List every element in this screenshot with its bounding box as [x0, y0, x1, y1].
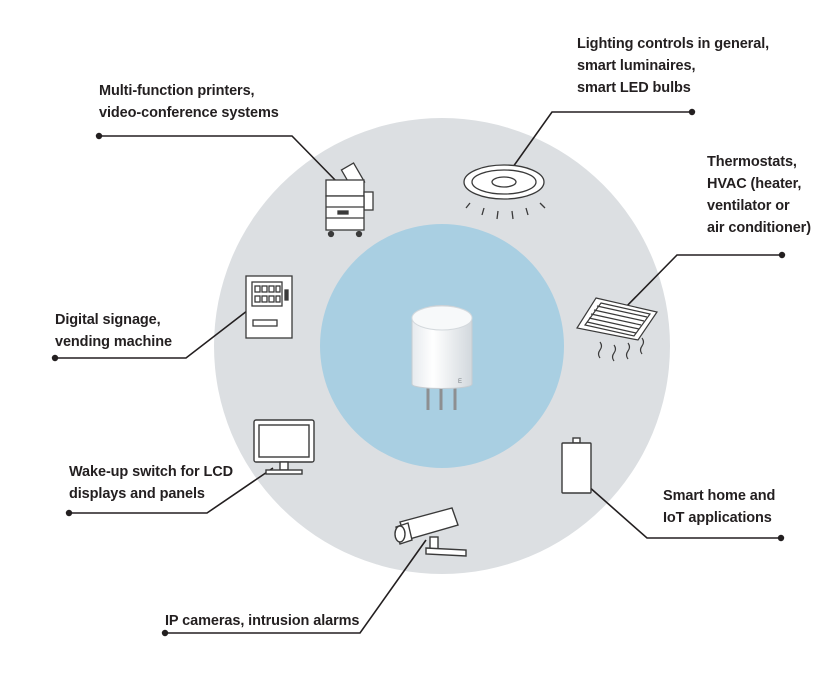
- lcd-monitor-icon: [253, 419, 315, 475]
- connector-cameras: [165, 539, 427, 634]
- multifunction-printer-icon: [325, 162, 374, 238]
- hvac-vent-icon: [576, 297, 658, 362]
- ceiling-luminaire-icon: [463, 164, 546, 220]
- label-printers: Multi-function printers, video-conferenc…: [99, 83, 279, 121]
- connector-dot: [777, 534, 785, 542]
- connector-dot: [65, 509, 73, 517]
- connector-signage: [55, 303, 257, 359]
- connector-dot: [51, 354, 59, 362]
- label-signage: Digital signage, vending machine: [55, 312, 172, 350]
- label-thermostats: Thermostats, HVAC (heater, ventilator or…: [707, 154, 811, 236]
- connector-dot: [161, 629, 169, 637]
- connector-dot: [688, 108, 696, 116]
- security-camera-icon: [394, 507, 467, 557]
- pir-sensor-icon: E: [411, 305, 473, 410]
- connector-dot: [778, 251, 786, 259]
- label-lighting: Lighting controls in general, smart lumi…: [577, 36, 770, 96]
- connector-wakeup: [69, 467, 274, 514]
- label-wakeup: Wake-up switch for LCD displays and pane…: [69, 464, 234, 502]
- connector-dot: [95, 132, 103, 140]
- battery-device-icon: [561, 437, 592, 494]
- label-smarthome: Smart home and IoT applications: [663, 488, 776, 526]
- vending-machine-icon: [245, 275, 293, 339]
- connector-thermostats: [617, 254, 782, 316]
- connector-smarthome: [578, 477, 781, 539]
- connector-lighting: [502, 111, 692, 182]
- connector-printers: [99, 135, 341, 186]
- svg-text:E: E: [458, 379, 462, 385]
- label-cameras: IP cameras, intrusion alarms: [165, 613, 360, 629]
